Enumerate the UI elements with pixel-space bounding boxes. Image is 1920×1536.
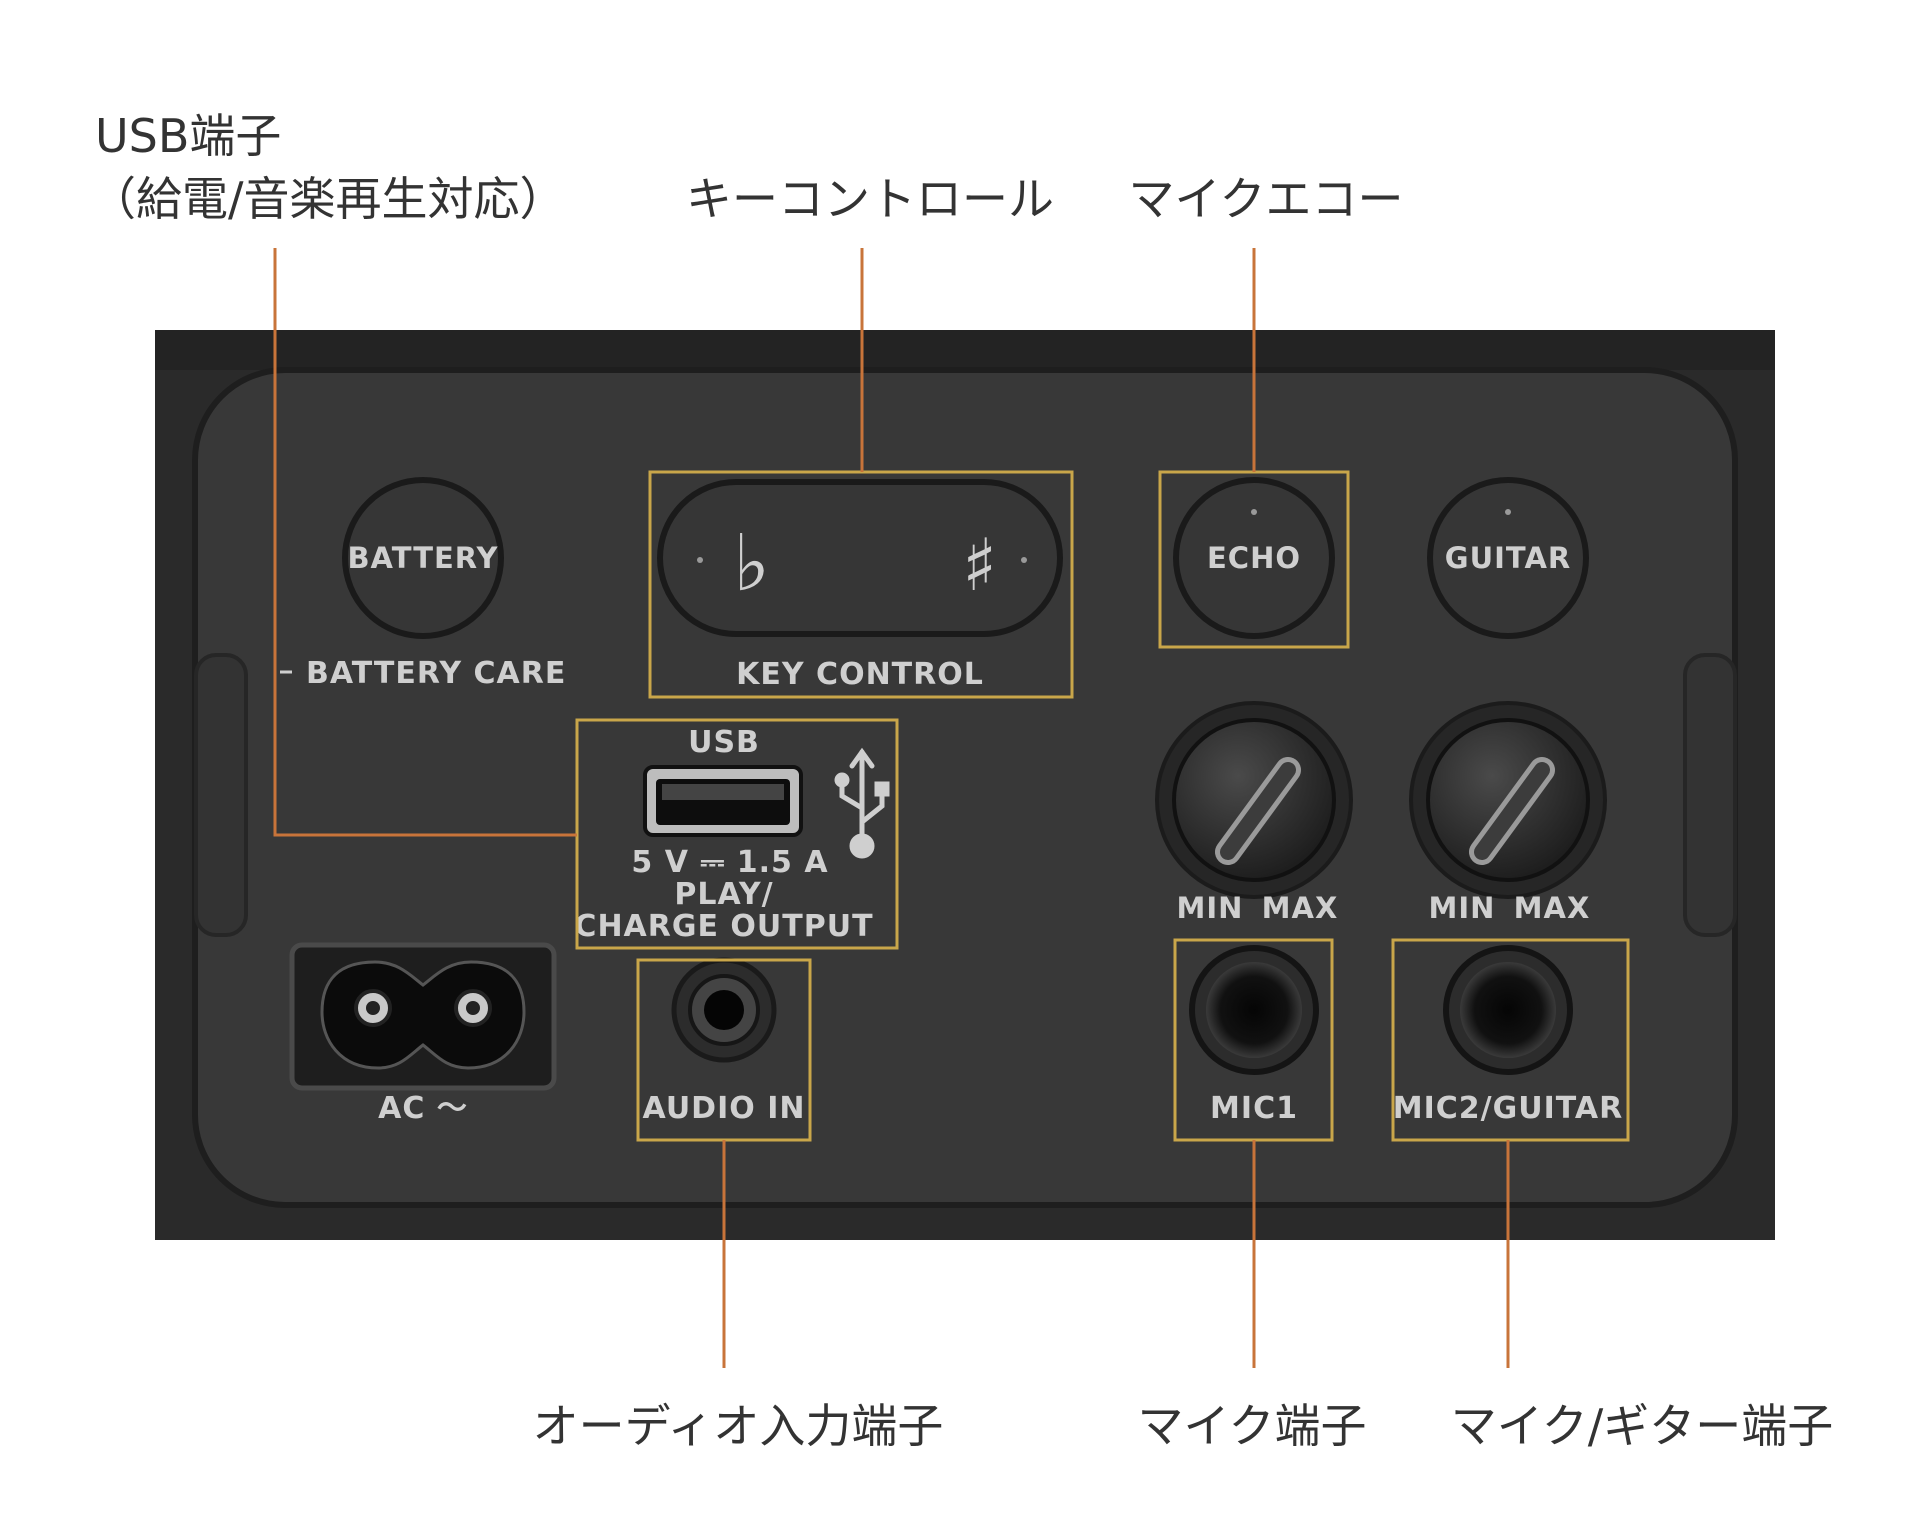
callout-mic-echo: マイクエコー: [1128, 172, 1403, 226]
audio-in-label: AUDIO IN: [643, 1091, 806, 1126]
callout-mic-guitar: マイク/ギター端子: [1451, 1399, 1834, 1453]
left-grip: [194, 653, 248, 937]
usb-spec: 5 V ⎓ 1.5 A: [631, 845, 828, 880]
battery-care-label: BATTERY CARE: [306, 656, 566, 691]
mic2-guitar-label: MIC2/GUITAR: [1393, 1091, 1623, 1126]
echo-max-label: MAX: [1262, 891, 1339, 925]
key-control-rocker[interactable]: ♭ ♯: [657, 479, 1063, 637]
guitar-button-label: GUITAR: [1445, 541, 1571, 575]
guitar-indicator-dot: [1505, 509, 1511, 515]
battery-button-label: BATTERY: [347, 541, 498, 575]
echo-button[interactable]: ECHO: [1173, 477, 1335, 639]
callout-usb-subtitle: （給電/音楽再生対応）: [90, 172, 566, 226]
ac-power-inlet[interactable]: [289, 942, 557, 1091]
play-charge-line2: CHARGE OUTPUT: [574, 909, 873, 944]
guitar-button[interactable]: GUITAR: [1427, 477, 1589, 639]
callout-mic: マイク端子: [1137, 1399, 1366, 1453]
flat-symbol: ♭: [733, 519, 771, 609]
guitar-min-label: MIN: [1429, 891, 1496, 925]
play-charge-line1: PLAY/: [674, 877, 773, 912]
top-strip: [155, 330, 1775, 370]
echo-button-label: ECHO: [1207, 541, 1301, 575]
mic1-jack[interactable]: [1189, 945, 1319, 1075]
sharp-indicator-dot: [1021, 557, 1027, 563]
highlight-mic2-guitar: [1391, 938, 1630, 1142]
echo-indicator-dot: [1251, 509, 1257, 515]
usb-icon: [834, 747, 890, 859]
sharp-symbol: ♯: [962, 523, 998, 607]
battery-button[interactable]: BATTERY: [342, 477, 504, 639]
mic2-guitar-jack[interactable]: [1443, 945, 1573, 1075]
key-control-label: KEY CONTROL: [736, 657, 984, 692]
callout-usb-title: USB端子: [95, 109, 281, 163]
usb-port[interactable]: [643, 765, 803, 837]
usb-port-label: USB: [688, 725, 760, 760]
callout-key-control: キーコントロール: [686, 172, 1054, 226]
right-grip: [1683, 653, 1737, 937]
echo-min-label: MIN: [1177, 891, 1244, 925]
guitar-volume-knob[interactable]: [1409, 701, 1607, 899]
flat-indicator-dot: [697, 557, 703, 563]
callout-audio-in: オーディオ入力端子: [533, 1399, 944, 1453]
echo-volume-knob[interactable]: [1155, 701, 1353, 899]
leader-usb: [273, 248, 577, 837]
guitar-max-label: MAX: [1514, 891, 1591, 925]
mic1-label: MIC1: [1210, 1091, 1298, 1126]
audio-in-jack[interactable]: [671, 957, 777, 1063]
ac-label: AC ～: [378, 1091, 468, 1126]
